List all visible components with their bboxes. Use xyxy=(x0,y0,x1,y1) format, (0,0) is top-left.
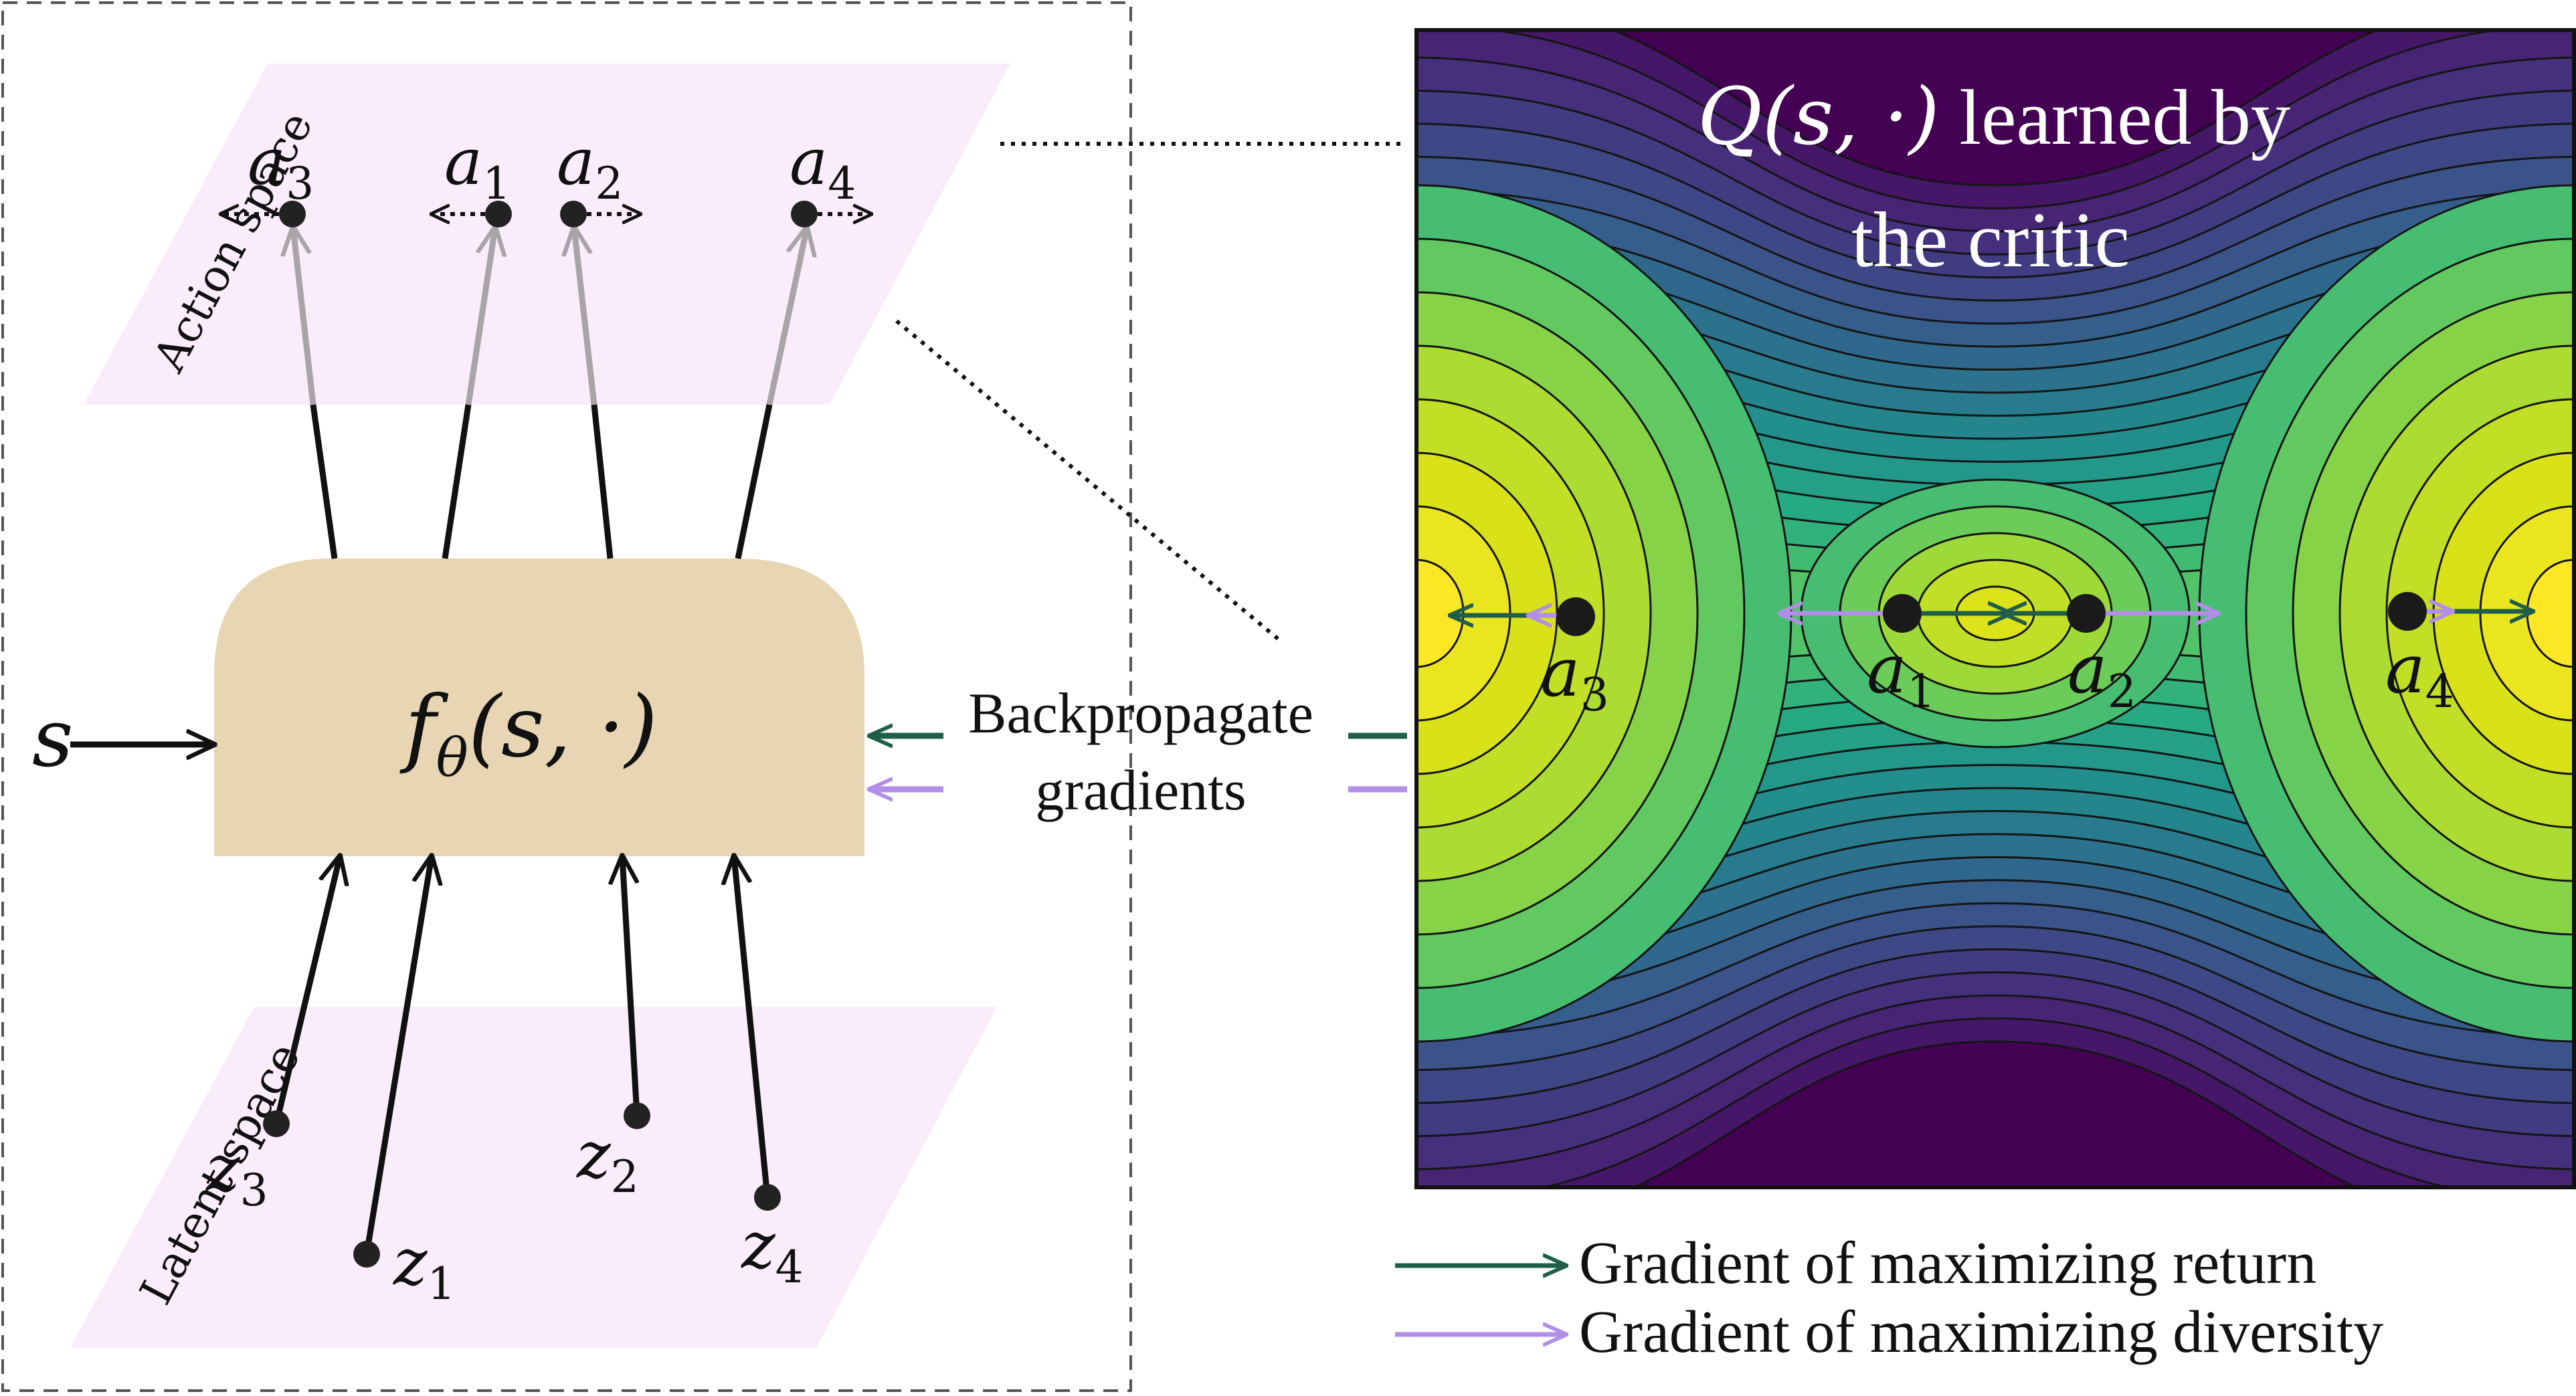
latent-arrow-z1 xyxy=(363,856,432,1255)
latent-points: z3 z1 z2 z4 xyxy=(205,1102,804,1310)
output-arrow-a3 xyxy=(293,227,316,405)
contour-line xyxy=(1416,189,2574,1038)
action-points: a3 a1 a2 a4 xyxy=(221,124,871,227)
backprop-annotation: Backpropagate gradients xyxy=(870,681,1407,822)
contour-line xyxy=(1416,288,2574,939)
contour-line xyxy=(1416,354,2574,873)
latent-label-z1: z1 xyxy=(393,1225,456,1310)
critic-label-a4: a4 xyxy=(2385,630,2454,718)
action-label-a4: a4 xyxy=(790,124,856,209)
legend-item-return: Gradient of maximizing return xyxy=(1395,1230,2316,1296)
legend-diversity-label: Gradient of maximizing diversity xyxy=(1579,1299,2383,1365)
action-point-a4: a4 xyxy=(790,124,871,227)
zoom-line-bottom xyxy=(895,319,1279,641)
critic-title-line1: Q(s, ·) learned by xyxy=(1697,70,2290,163)
latent-arrow-z3 xyxy=(273,856,340,1125)
output-connections xyxy=(293,227,807,559)
critic-action-points: a3 a1 a2 a4 xyxy=(1540,592,2454,722)
state-symbol: s xyxy=(32,692,74,785)
contour-line xyxy=(1416,420,2574,807)
output-line-a4 xyxy=(735,404,773,559)
latent-arrow-z4 xyxy=(734,856,771,1198)
critic-point-a4: a4 xyxy=(2385,592,2454,718)
contour-line xyxy=(1416,321,2574,906)
action-space-plane xyxy=(84,64,1010,405)
output-arrow-a4 xyxy=(766,227,807,405)
output-line-a3 xyxy=(310,404,338,559)
q-value-heatmap xyxy=(1416,30,2574,1187)
action-label-a3: a3 xyxy=(248,124,314,209)
output-arrow-a2 xyxy=(574,227,597,405)
critic-point-a3: a3 xyxy=(1540,597,1609,722)
latent-label-z2: z2 xyxy=(576,1118,639,1203)
contour-line xyxy=(1611,30,2380,1187)
action-point-a1: a1 xyxy=(432,124,512,227)
latent-space-plane xyxy=(70,1007,997,1348)
output-line-a1 xyxy=(442,404,472,559)
contour-line xyxy=(1416,221,2574,1005)
action-label-a1: a1 xyxy=(444,124,511,209)
generator-panel-border xyxy=(1,1,1132,1392)
latent-connections xyxy=(273,856,771,1255)
legend-return-label: Gradient of maximizing return xyxy=(1579,1230,2316,1296)
contour-line xyxy=(1416,255,2574,972)
latent-point-z3: z3 xyxy=(205,1110,290,1216)
contour-line xyxy=(1485,30,2506,1187)
contour-line xyxy=(1416,90,2574,1137)
latent-point-z1: z1 xyxy=(353,1225,456,1310)
backprop-label-line1: Backpropagate xyxy=(968,681,1313,745)
latent-label-z3: z3 xyxy=(205,1131,268,1216)
critic-label-a3: a3 xyxy=(1540,633,1609,722)
critic-panel: Q(s, ·) learned by the critic a3 a1 xyxy=(1414,28,2576,1189)
backprop-label-line2: gradients xyxy=(1035,758,1246,822)
critic-point-a2: a2 xyxy=(2067,594,2136,718)
critic-panel-border xyxy=(1414,28,2576,1189)
generator-panel: Action space Latent space fθ(s, ·) s xyxy=(1,1,1132,1392)
contour-line xyxy=(1416,519,2574,708)
critic-point-a1: a1 xyxy=(1867,594,1936,718)
output-line-a2 xyxy=(591,404,614,559)
output-arrow-a1 xyxy=(465,227,495,405)
latent-point-z2: z2 xyxy=(576,1102,650,1203)
generator-network-block xyxy=(214,559,864,856)
latent-arrow-z2 xyxy=(622,856,640,1116)
critic-title-line2: the critic xyxy=(1851,196,2130,284)
critic-label-a1: a1 xyxy=(1867,630,1936,718)
contour-line xyxy=(1416,122,2574,1104)
zoom-connectors xyxy=(895,142,1407,641)
latent-label-z4: z4 xyxy=(741,1208,804,1293)
critic-gradients xyxy=(1451,611,2533,615)
action-point-a2: a2 xyxy=(557,124,640,227)
contour-line xyxy=(1416,453,2574,774)
legend-item-diversity: Gradient of maximizing diversity xyxy=(1395,1299,2383,1365)
contour-line xyxy=(1416,56,2574,1171)
critic-label-a2: a2 xyxy=(2067,630,2136,718)
contour-line xyxy=(1416,553,2574,674)
contour-line xyxy=(1416,387,2574,840)
contour-line xyxy=(1416,486,2574,740)
legend: Gradient of maximizing return Gradient o… xyxy=(1395,1230,2383,1365)
action-label-a2: a2 xyxy=(557,124,623,209)
contour-line xyxy=(1416,155,2574,1072)
action-point-a3: a3 xyxy=(221,124,314,227)
latent-point-z4: z4 xyxy=(741,1184,804,1293)
